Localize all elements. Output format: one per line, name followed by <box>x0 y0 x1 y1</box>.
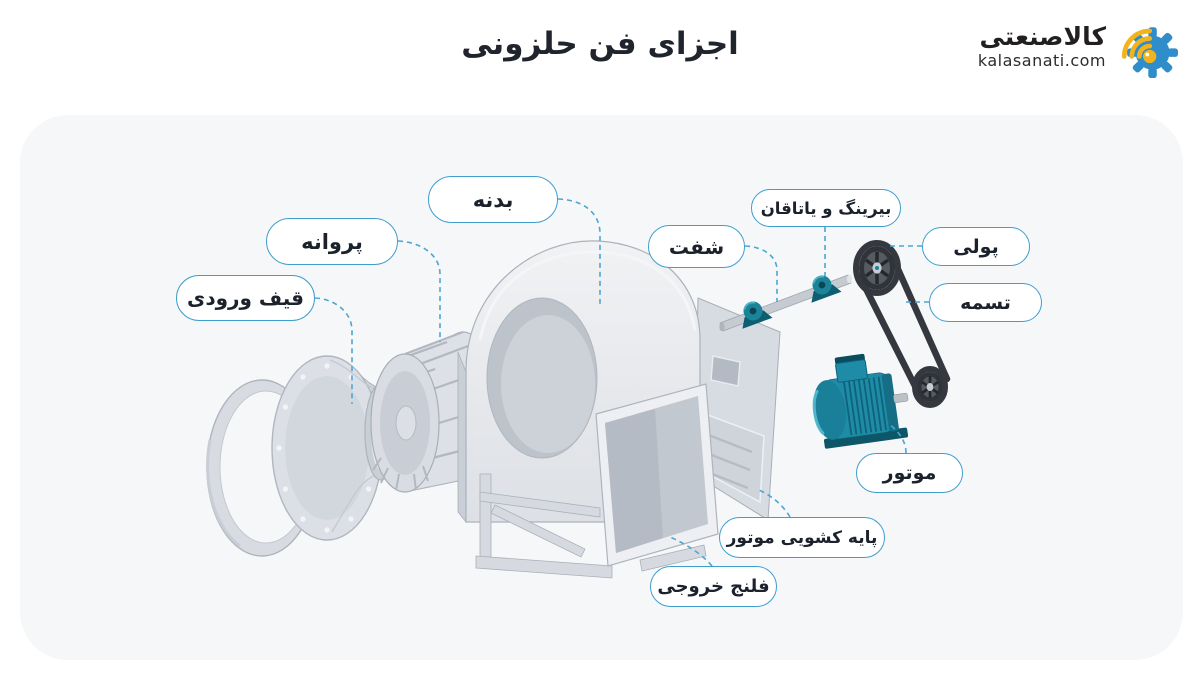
connector-shaft <box>744 245 778 302</box>
wifi-waves-shape <box>1121 28 1153 59</box>
outlet-flange-part <box>595 383 719 567</box>
impeller-ring-vanes <box>372 457 429 491</box>
connector-motor-slide-base <box>756 488 791 518</box>
label-belt: تسمه <box>929 283 1042 322</box>
support-frame <box>475 473 707 579</box>
bearing-left <box>742 301 773 329</box>
label-outlet-flange: فلنج خروجی <box>650 566 777 607</box>
connector-inlet-funnel <box>314 297 353 404</box>
brand-domain: kalasanati.com <box>977 50 1106 70</box>
connector-motor <box>887 422 907 454</box>
motor-fins <box>843 376 887 436</box>
page-title: اجزای فن حلزونی <box>461 26 739 62</box>
connector-outlet-flange <box>667 535 713 567</box>
motor-part <box>812 353 909 449</box>
label-bearing: بیرینگ و یاتاقان <box>751 189 901 227</box>
belt-part <box>853 240 951 408</box>
brand-name: کالاصنعتی <box>979 22 1106 52</box>
pulley-small <box>917 372 943 402</box>
motor-shaft-stub <box>893 392 909 403</box>
brand-logo: کالاصنعتی kalasanati.com <box>978 16 1178 78</box>
shaft-part <box>719 274 853 332</box>
label-motor-slide-base: پایه کشویی موتور <box>719 517 885 558</box>
pulley-large <box>859 246 895 290</box>
label-shaft: شفت <box>648 225 745 268</box>
bearing-right <box>811 275 842 303</box>
brand-text: کالاصنعتی kalasanati.com <box>978 24 1106 69</box>
label-motor: موتور <box>856 453 963 493</box>
connector-impeller <box>397 240 441 342</box>
label-inlet-funnel: قیف ورودی <box>176 275 315 321</box>
wifi-hub-notch <box>1145 52 1150 57</box>
label-pulley: پولی <box>922 227 1030 266</box>
gear-wifi-icon <box>1121 27 1178 78</box>
label-body: بدنه <box>428 176 558 223</box>
label-impeller: پروانه <box>266 218 398 265</box>
pedestal-window <box>710 355 741 387</box>
